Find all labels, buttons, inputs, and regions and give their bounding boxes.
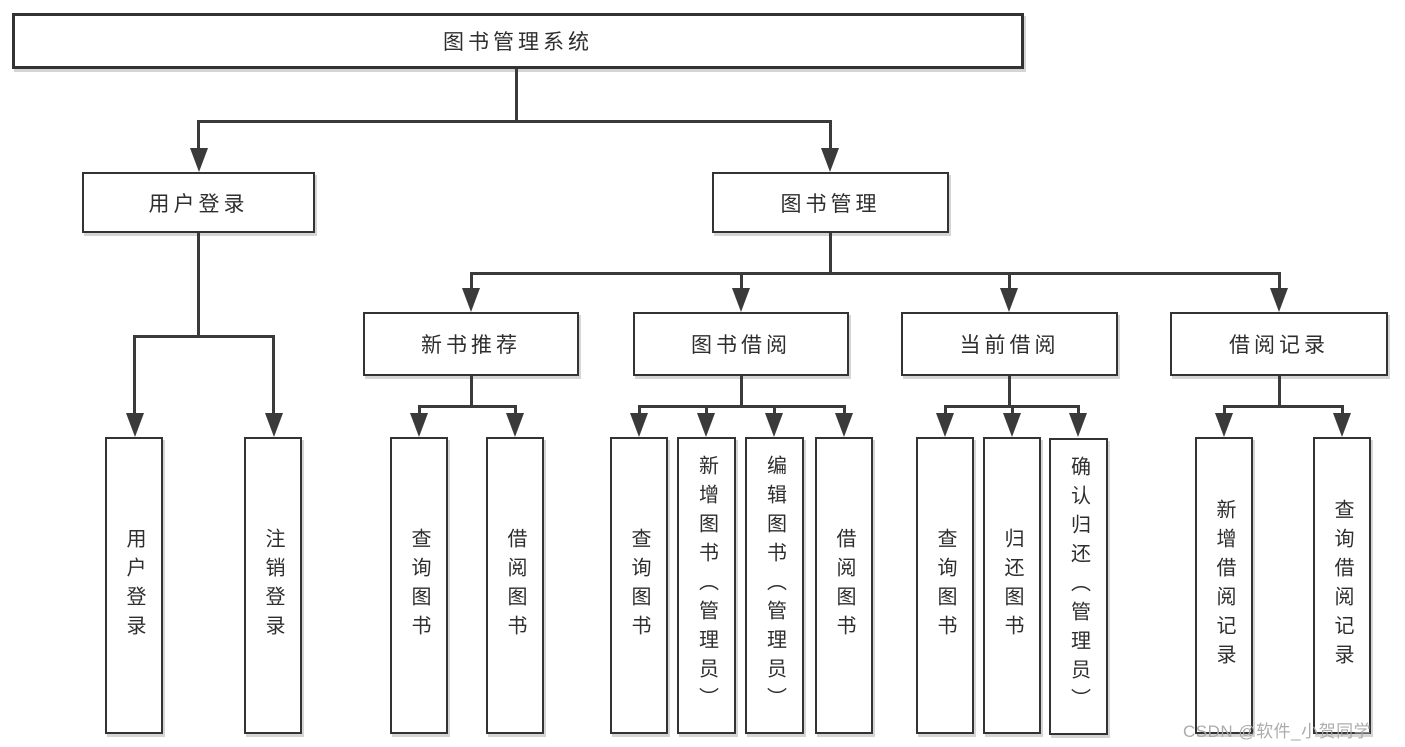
connector-stem (1011, 405, 1014, 417)
arrow-down-icon (190, 148, 208, 172)
connector-stem (1077, 405, 1080, 417)
arrow-down-icon (1069, 413, 1087, 437)
leaf-confirm-return-admin: 确认归还（管理员） (1049, 438, 1108, 735)
leaf-borrow-books-label: 借阅图书 (833, 527, 855, 644)
arrow-down-icon (697, 413, 715, 437)
node-book-management-group: 图书管理 (712, 172, 949, 233)
leaf-query-books-recommend-label: 查询图书 (408, 527, 430, 644)
leaf-query-books-current-label: 查询图书 (934, 527, 956, 644)
node-root-label: 图书管理系统 (443, 31, 593, 54)
leaf-confirm-return-admin-label: 确认归还（管理员） (1067, 456, 1090, 717)
node-current-borrowing-label: 当前借阅 (959, 334, 1060, 357)
leaf-query-books-current: 查询图书 (916, 437, 974, 734)
leaf-add-book-admin: 新增图书（管理员） (677, 437, 736, 734)
node-new-book-recommend-label: 新书推荐 (421, 334, 521, 357)
connector-stem (773, 405, 776, 417)
connector-stem (638, 405, 641, 417)
node-new-book-recommend: 新书推荐 (363, 312, 579, 376)
connector-group1-rail (418, 405, 517, 408)
connector-group2-rail (638, 405, 846, 408)
arrow-down-icon (126, 413, 144, 437)
leaf-user-login-label: 用户登录 (123, 527, 145, 644)
arrow-down-icon (1270, 288, 1288, 312)
connector-root-trunk (515, 69, 518, 120)
connector-book-mgmt-trunk (829, 233, 832, 272)
arrow-down-icon (732, 288, 750, 312)
connector-stem-new-book (470, 272, 473, 290)
node-borrowing-records-label: 借阅记录 (1229, 334, 1329, 357)
leaf-edit-book-admin-label: 编辑图书（管理员） (763, 455, 786, 716)
node-borrowing-records: 借阅记录 (1170, 312, 1388, 376)
connector-group4-rail (1223, 405, 1344, 408)
connector-stem-user-login (197, 120, 200, 150)
connector-stem (418, 405, 421, 417)
leaf-return-books: 归还图书 (983, 437, 1041, 734)
node-root-library-system: 图书管理系统 (12, 13, 1024, 69)
connector-group2-trunk (740, 376, 743, 405)
arrow-down-icon (410, 413, 428, 437)
leaf-return-books-label: 归还图书 (1001, 527, 1023, 644)
leaf-query-books-borrow-label: 查询图书 (628, 527, 650, 644)
connector-stem-book-mgmt (829, 120, 832, 150)
connector-stem-leaf-login (133, 335, 136, 415)
leaf-query-borrow-record: 查询借阅记录 (1313, 437, 1371, 734)
connector-group4-trunk (1278, 376, 1281, 405)
connector-user-login-trunk (197, 233, 200, 335)
leaf-borrow-books-recommend: 借阅图书 (486, 437, 544, 734)
node-book-borrowing-label: 图书借阅 (691, 334, 791, 357)
arrow-down-icon (936, 413, 954, 437)
leaf-logout-label: 注销登录 (262, 527, 284, 644)
node-user-login-group-label: 用户登录 (148, 192, 249, 216)
connector-stem (514, 405, 517, 417)
connector-user-login-rail (133, 335, 275, 338)
arrow-down-icon (265, 413, 283, 437)
connector-stem-leaf-logout (272, 335, 275, 415)
arrow-down-icon (835, 413, 853, 437)
node-book-borrowing: 图书借阅 (633, 312, 849, 376)
node-user-login-group: 用户登录 (82, 172, 315, 233)
leaf-edit-book-admin: 编辑图书（管理员） (745, 437, 804, 734)
connector-stem (705, 405, 708, 417)
arrow-down-icon (1000, 288, 1018, 312)
arrow-down-icon (506, 413, 524, 437)
connector-stem (843, 405, 846, 417)
leaf-add-borrow-record: 新增借阅记录 (1195, 437, 1253, 734)
arrow-down-icon (765, 413, 783, 437)
connector-stem (1341, 405, 1344, 417)
leaf-query-books-borrow: 查询图书 (610, 437, 668, 734)
connector-stem (1223, 405, 1226, 417)
connector-level2-rail (197, 120, 832, 123)
connector-level3-rail (470, 272, 1281, 275)
arrow-down-icon (1003, 413, 1021, 437)
connector-group1-trunk (470, 376, 473, 405)
connector-stem-borrow-records (1278, 272, 1281, 290)
connector-stem (944, 405, 947, 417)
connector-stem-book-borrow (740, 272, 743, 290)
arrow-down-icon (1215, 413, 1233, 437)
leaf-query-borrow-record-label: 查询借阅记录 (1331, 498, 1353, 673)
connector-group3-trunk (1008, 376, 1011, 405)
csdn-watermark: CSDN @软件_小贺同学 (1183, 722, 1372, 741)
leaf-borrow-books-recommend-label: 借阅图书 (504, 527, 526, 644)
leaf-user-login: 用户登录 (105, 437, 163, 734)
leaf-logout: 注销登录 (244, 437, 302, 734)
leaf-add-book-admin-label: 新增图书（管理员） (695, 455, 718, 716)
node-book-management-group-label: 图书管理 (780, 192, 881, 216)
node-current-borrowing: 当前借阅 (901, 312, 1118, 376)
leaf-query-books-recommend: 查询图书 (390, 437, 448, 734)
leaf-borrow-books: 借阅图书 (815, 437, 873, 734)
arrow-down-icon (821, 148, 839, 172)
connector-stem-current-borrow (1008, 272, 1011, 290)
arrow-down-icon (630, 413, 648, 437)
arrow-down-icon (462, 288, 480, 312)
arrow-down-icon (1333, 413, 1351, 437)
leaf-add-borrow-record-label: 新增借阅记录 (1213, 498, 1235, 673)
